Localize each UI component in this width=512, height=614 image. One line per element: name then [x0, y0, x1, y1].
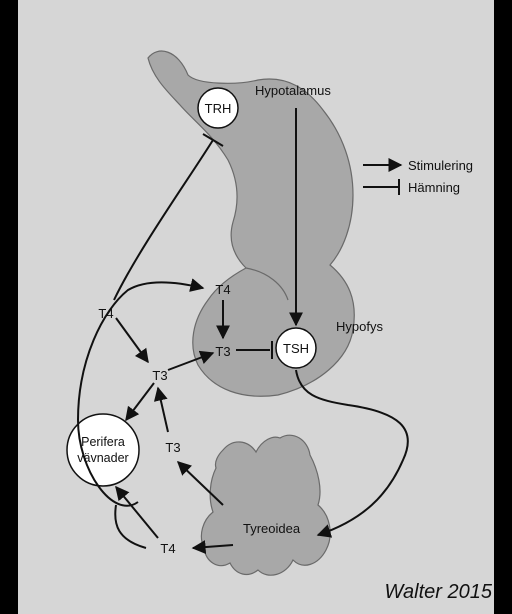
hormone-t3-mid: T3 [152, 368, 167, 383]
tsh-label: TSH [283, 341, 309, 356]
thyroid-shape [201, 435, 330, 575]
hormone-t4-left: T4 [98, 306, 113, 321]
legend-stimulation-label: Stimulering [408, 158, 473, 173]
credit-label: Walter 2015 [385, 581, 492, 604]
legend-inhibition-label: Hämning [408, 180, 460, 195]
peripheral-tissues-label-2: vävnader [77, 451, 128, 465]
thyroid-label: Tyreoidea [243, 521, 301, 536]
hormone-t3-pituitary: T3 [215, 344, 230, 359]
hormone-t3-low: T3 [165, 440, 180, 455]
diagram-scan: Hypotalamus TRH TSH Hypofys Tyreoidea Pe… [18, 0, 494, 614]
hormone-t4-pituitary: T4 [215, 282, 230, 297]
peripheral-tissues-label-1: Perifera [81, 435, 125, 449]
trh-label: TRH [205, 101, 232, 116]
pituitary-label: Hypofys [336, 319, 383, 334]
hormone-t4-bottom: T4 [160, 541, 175, 556]
hypothalamus-label: Hypotalamus [255, 83, 331, 98]
